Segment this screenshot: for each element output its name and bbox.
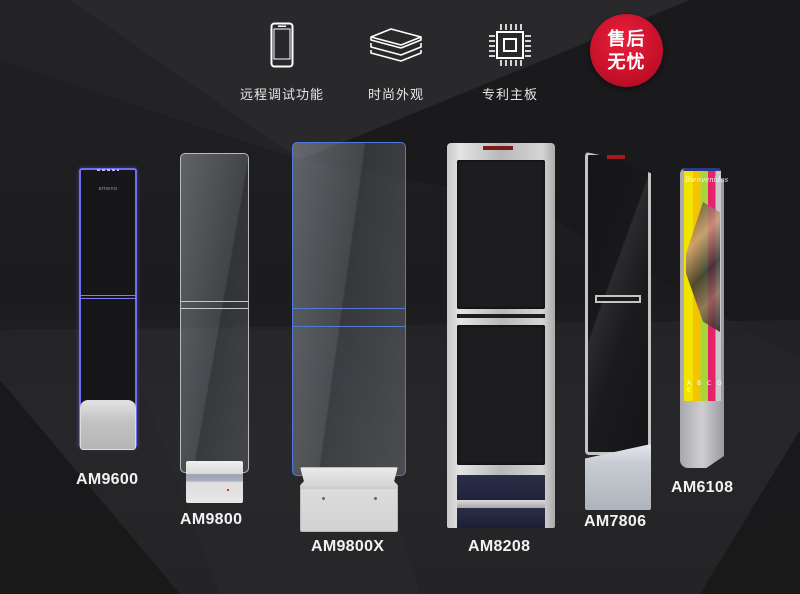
- badge-line1: 售后: [607, 28, 646, 50]
- antenna-panel: [180, 153, 249, 473]
- poster-letters: A B C D E: [687, 380, 724, 394]
- product-am8208[interactable]: [447, 143, 555, 528]
- smartphone-icon: [252, 20, 312, 70]
- screw-hole: [322, 497, 325, 500]
- antenna-panel: [292, 142, 406, 476]
- panel-divider: [457, 314, 545, 318]
- brand-logo: emeno: [98, 186, 118, 192]
- badge-line2: 无忧: [607, 51, 646, 73]
- screw-hole: [374, 497, 377, 500]
- frame-window: [457, 325, 545, 465]
- product-am6108[interactable]: Bienvenidos A B C D E: [680, 168, 728, 468]
- top-trim: [683, 168, 721, 171]
- base-trim: [457, 500, 545, 508]
- product-am7806[interactable]: [585, 152, 651, 510]
- model-label-am9600: AM9600: [76, 471, 139, 488]
- model-label-am9800: AM9800: [180, 511, 243, 528]
- antenna-base: [186, 461, 243, 503]
- feature-remote-debug: 远程调试功能: [240, 20, 324, 103]
- poster-sign-text: Bienvenidos: [685, 176, 729, 184]
- model-label-am8208: AM8208: [468, 538, 531, 555]
- panel-divider: [292, 308, 406, 327]
- model-label-am7806: AM7806: [584, 513, 647, 530]
- antenna-frame: [585, 152, 651, 455]
- feature-patented-board: 专利主板: [480, 20, 540, 103]
- model-label-am9800x: AM9800X: [311, 538, 385, 555]
- feature-label: 远程调试功能: [240, 88, 325, 103]
- antenna-base: [457, 508, 545, 528]
- feature-label: 专利主板: [481, 88, 538, 103]
- frame-window: [457, 160, 545, 309]
- model-label-am6108: AM6108: [671, 479, 734, 496]
- feature-stylish-design: 时尚外观: [366, 20, 426, 103]
- product-am9800x[interactable]: [292, 142, 406, 532]
- antenna-base: [80, 400, 136, 450]
- indicator-light: [227, 489, 229, 491]
- alarm-light: [607, 155, 625, 159]
- antenna-base: [457, 475, 545, 500]
- layers-icon: [366, 20, 426, 70]
- after-sales-badge: 售后 无忧: [590, 14, 663, 87]
- led-strip: [97, 169, 119, 171]
- product-am9800[interactable]: [180, 153, 249, 503]
- antenna-base: [300, 467, 398, 532]
- panel-divider: [79, 295, 137, 299]
- alarm-light: [483, 146, 513, 150]
- panel-divider: [595, 295, 641, 303]
- feature-label: 时尚外观: [367, 88, 424, 103]
- product-am9600[interactable]: emeno: [79, 168, 137, 450]
- chip-icon: [480, 20, 540, 70]
- panel-divider: [180, 301, 249, 309]
